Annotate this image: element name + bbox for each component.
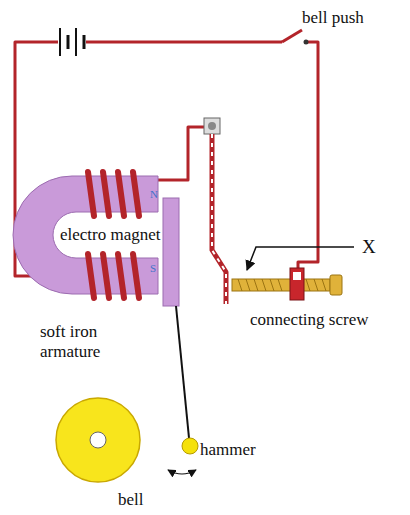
callout-letter: X (362, 236, 376, 258)
connecting-screw (232, 268, 342, 300)
part-label: bell push (302, 8, 364, 28)
soft-iron-armature (163, 198, 179, 306)
part-label: bell (118, 490, 144, 510)
wire (152, 127, 205, 180)
leader-line (247, 247, 354, 270)
motion-arrow (168, 470, 196, 474)
pole-label: N (150, 188, 158, 201)
pole-label: S (150, 262, 156, 275)
part-label: soft iron armature (40, 322, 152, 361)
spring-strip (212, 134, 226, 304)
hammer-arm (176, 306, 189, 438)
part-label: connecting screw (250, 310, 368, 330)
part-label: hammer (200, 440, 256, 460)
hammer-head (182, 438, 198, 454)
bell-push-switch (282, 30, 309, 45)
wire (298, 42, 318, 268)
terminal (204, 118, 220, 134)
wire (86, 41, 282, 44)
bell-bolt (90, 432, 106, 448)
bell-dome (56, 398, 140, 482)
part-label: electro magnet (60, 225, 161, 245)
battery-symbol (60, 28, 84, 56)
